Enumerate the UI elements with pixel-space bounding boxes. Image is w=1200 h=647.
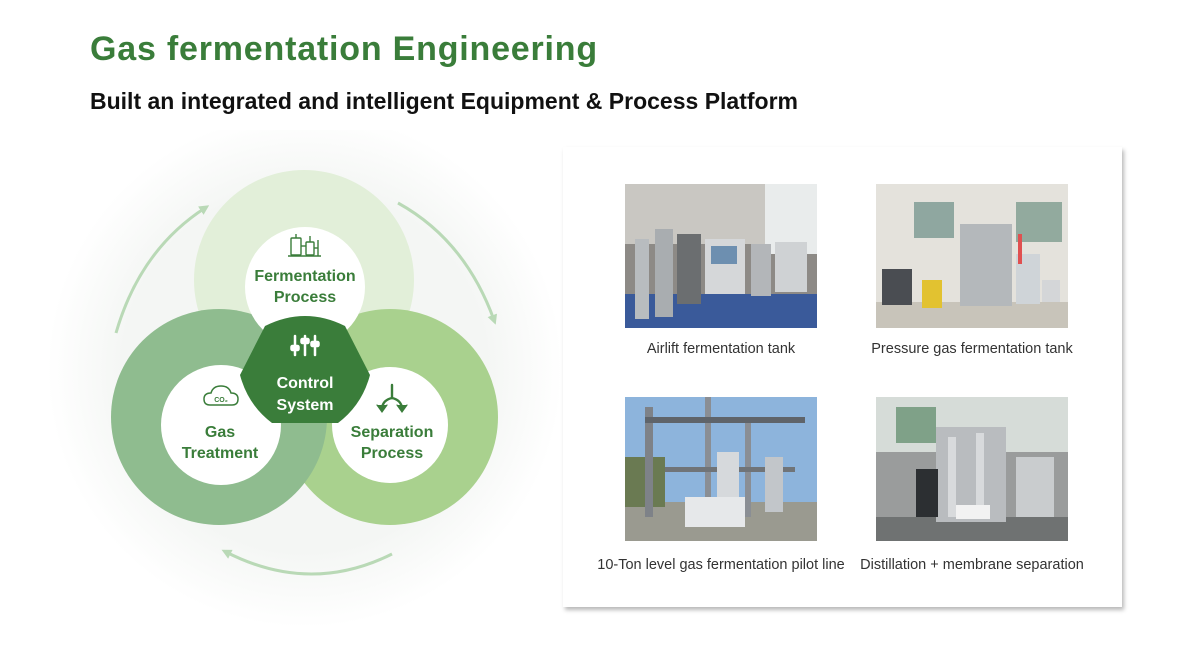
- cycle-arrow-bottom: [221, 549, 393, 576]
- control-system-shape: [240, 316, 370, 423]
- equipment-gallery-panel: Airlift fermentation tank Pressure gas f…: [563, 147, 1122, 607]
- co2-cloud-icon: CO₂: [203, 385, 239, 406]
- fermentation-label-line1: Fermentation: [254, 268, 355, 285]
- cycle-arrow-left: [114, 205, 210, 334]
- co2-icon-label: CO₂: [214, 397, 228, 404]
- pilot-line-caption: 10-Ton level gas fermentation pilot line: [597, 557, 845, 573]
- cycle-arrow-top-right: [397, 201, 497, 325]
- fermentation-disc: [245, 227, 365, 347]
- pilot-line-photo: [625, 397, 817, 541]
- airlift-fermentation-tank-photo: [625, 184, 817, 328]
- separation-label-line1: Separation: [351, 424, 434, 441]
- separation-label-line2: Process: [361, 445, 423, 462]
- page-title: Gas fermentation Engineering: [90, 30, 598, 68]
- sliders-icon: [290, 334, 320, 357]
- control-system-line1: Control: [277, 375, 334, 392]
- process-cycle-diagram: Control System Fermentation Process CO₂ …: [47, 130, 563, 628]
- control-system-line2: System: [277, 397, 334, 414]
- page-subtitle: Built an integrated and intelligent Equi…: [90, 88, 798, 114]
- distillation-membrane-separation-caption: Distillation + membrane separation: [860, 557, 1084, 573]
- distillation-membrane-separation-photo: [876, 397, 1068, 541]
- pressure-gas-fermentation-tank-photo: [876, 184, 1068, 328]
- pressure-gas-fermentation-tank-caption: Pressure gas fermentation tank: [871, 341, 1073, 357]
- gas-treatment-label-line2: Treatment: [182, 445, 259, 462]
- fermentation-equipment-icon: [288, 234, 321, 257]
- airlift-fermentation-tank-caption: Airlift fermentation tank: [646, 341, 796, 357]
- split-arrows-icon: [376, 383, 408, 414]
- gas-treatment-label-line1: Gas: [205, 424, 235, 441]
- fermentation-label-line2: Process: [274, 289, 336, 306]
